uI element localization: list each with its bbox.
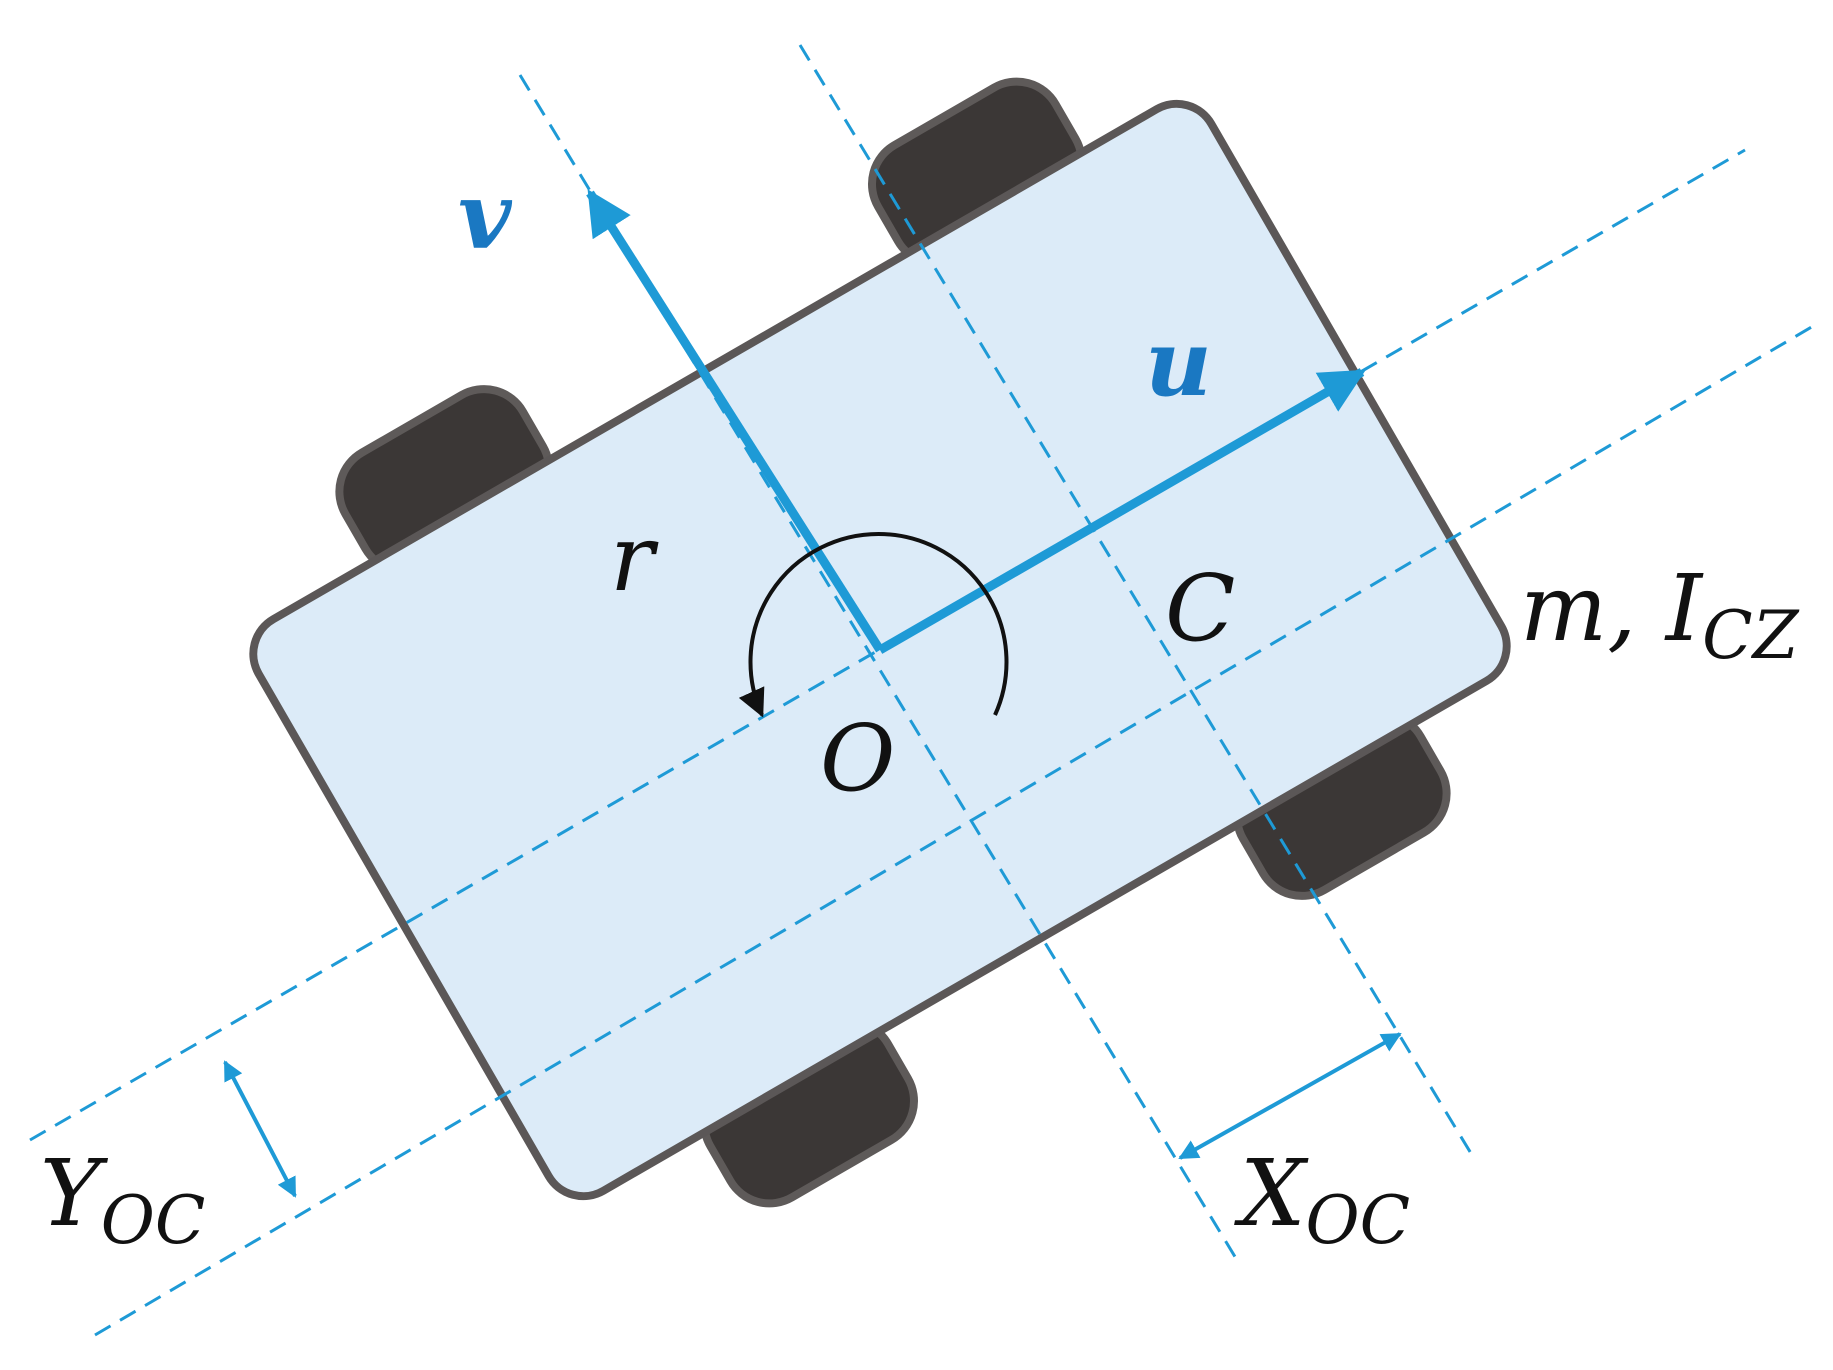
label-mass-inertia: m, ICZ xyxy=(1520,555,1800,674)
u-axis-arrow xyxy=(877,368,1366,654)
label-xoc-sub: OC xyxy=(1306,1182,1411,1259)
label-mass-sub: CZ xyxy=(1702,597,1799,674)
xoc-dimension-arrow xyxy=(1178,1032,1402,1160)
dashed-line-offset-x-axis xyxy=(94,323,1816,1337)
dashed-line-offset-y-axis xyxy=(798,44,1477,1161)
label-v: v xyxy=(458,162,513,270)
v-axis-arrow xyxy=(586,189,884,653)
label-xoc: XOC xyxy=(1234,1140,1410,1259)
label-mass-main: m, I xyxy=(1520,555,1704,662)
label-yoc-sub: OC xyxy=(101,1182,206,1259)
label-yoc: YOC xyxy=(40,1140,205,1259)
label-u: u xyxy=(1145,309,1212,417)
yaw-rate-arc xyxy=(738,532,1009,718)
label-yoc-main: Y xyxy=(40,1140,109,1247)
label-c: C xyxy=(1165,555,1235,662)
label-o: O xyxy=(820,705,895,812)
label-xoc-main: X xyxy=(1234,1140,1309,1247)
label-r: r xyxy=(610,505,659,612)
yoc-dimension-arrow xyxy=(223,1060,297,1198)
